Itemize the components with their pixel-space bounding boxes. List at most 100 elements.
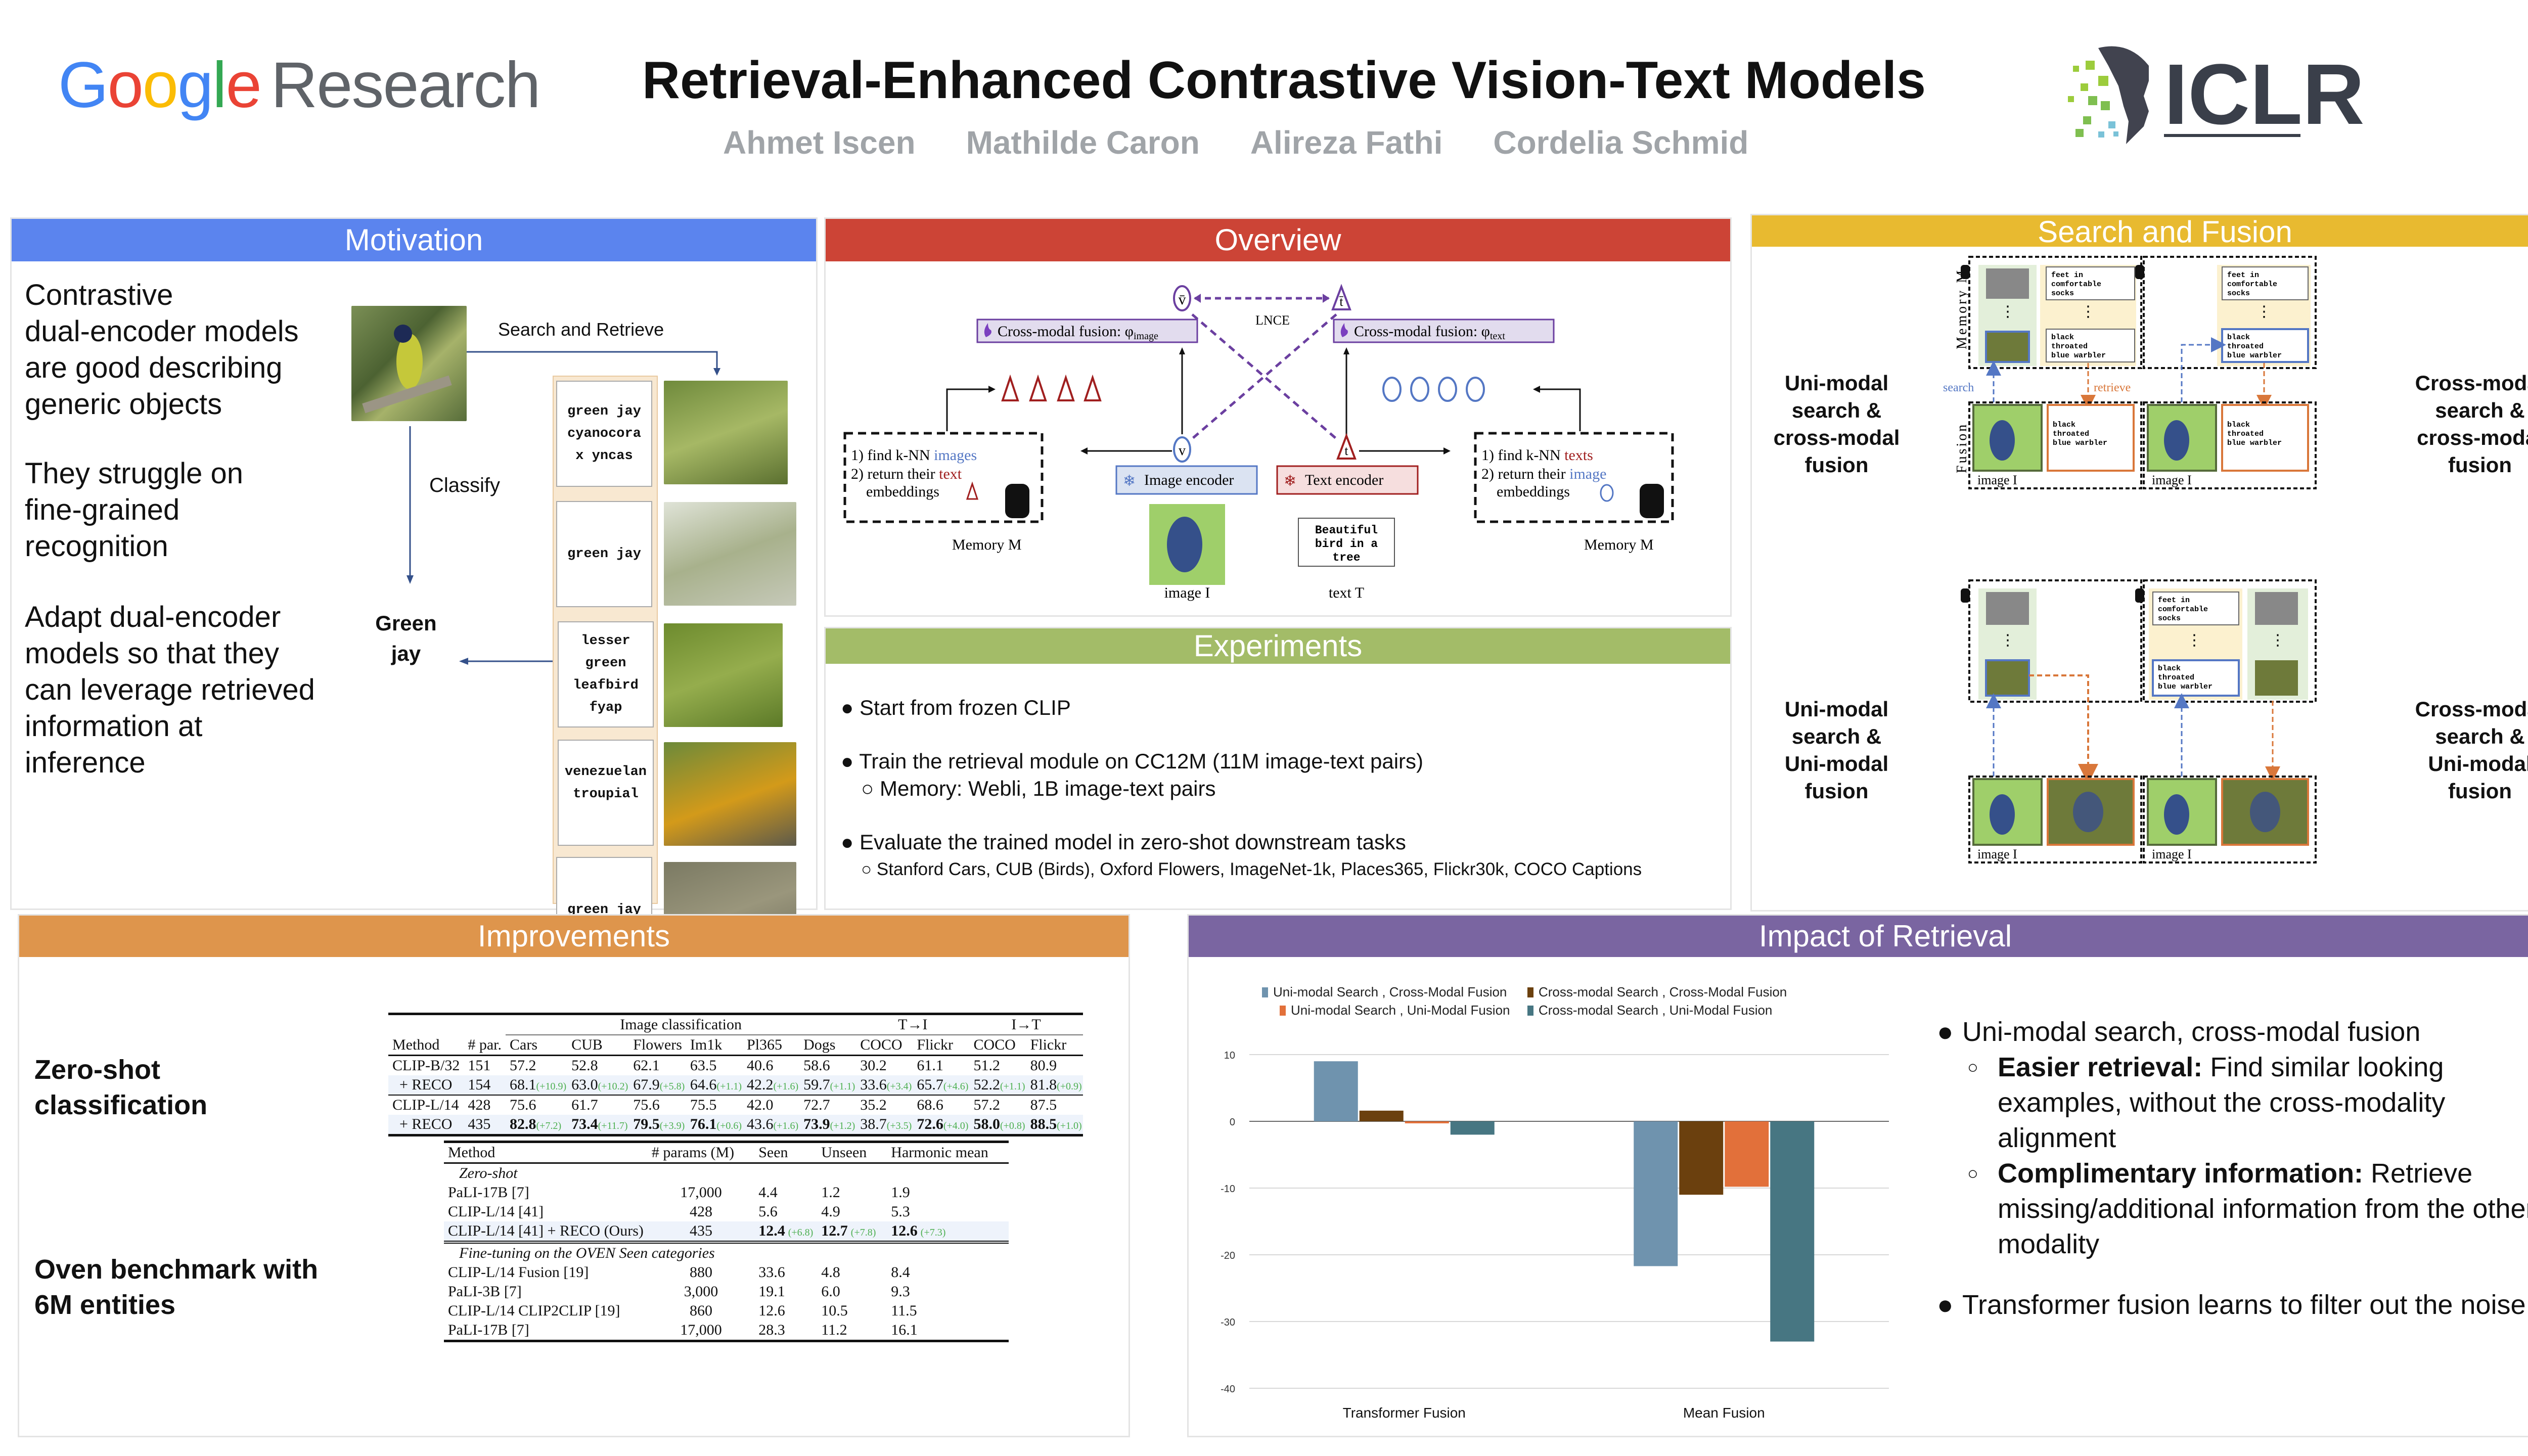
bullet-icon: ● — [1937, 1290, 1954, 1320]
retrieved-image — [664, 623, 783, 727]
iclr-logo: ICLR — [2063, 35, 2457, 147]
method-cell: CLIP-L/14 — [392, 1097, 459, 1113]
text-line: generic objects — [25, 388, 222, 421]
label-line: 6M entities — [34, 1290, 176, 1320]
value: 68.1 — [510, 1076, 536, 1093]
experiment-bullet: ● Train the retrieval module on CC12M (1… — [841, 749, 1424, 773]
svg-text:blue warbler: blue warbler — [2227, 351, 2282, 360]
value: 17,000 — [680, 1184, 722, 1201]
svg-text:embeddings: embeddings — [1497, 483, 1570, 500]
svg-text:black: black — [2227, 333, 2250, 342]
loss-label: LNCE — [1255, 313, 1290, 328]
label-line: fusion — [2448, 779, 2512, 803]
delta: (+7.3) — [920, 1227, 946, 1238]
delta: (+10.2) — [598, 1081, 628, 1092]
unseen-cell: 11.2 — [817, 1321, 887, 1341]
value: 52.2 — [973, 1076, 1000, 1093]
classification-result: Green jay — [366, 608, 446, 669]
svg-text:2) return their image: 2) return their image — [1481, 466, 1606, 482]
text-embedding-triangles — [1001, 374, 1102, 401]
value: 12.6 — [758, 1302, 785, 1319]
author: Cordelia Schmid — [1493, 124, 1749, 161]
params-cell: 435 — [648, 1221, 754, 1242]
value-cell: 80.9 — [1026, 1056, 1083, 1076]
impact-list: ●Uni-modal search, cross-modal fusion ○E… — [1937, 1014, 2528, 1323]
fusion-text-box — [1333, 318, 1555, 343]
snowflake-icon: ❄ — [1284, 473, 1296, 489]
value: 4.4 — [758, 1184, 778, 1201]
value-cell: 35.2 — [856, 1095, 913, 1115]
motivation-panel: Motivation Contrastive dual-encoder mode… — [10, 217, 818, 963]
caption-line: troupial — [573, 787, 639, 802]
caption-line: green jay — [567, 404, 641, 419]
svg-text:blue warbler: blue warbler — [2051, 351, 2106, 360]
value: 75.6 — [510, 1097, 536, 1113]
bar-0-1 — [1359, 1110, 1404, 1121]
value-cell: 58.0(+0.8) — [969, 1115, 1026, 1135]
image-label: image I — [1164, 584, 1210, 601]
column-header: Flickr — [1030, 1036, 1067, 1053]
fuse-arrow — [459, 658, 558, 665]
value-cell: 75.6 — [629, 1095, 686, 1115]
value: CLIP-L/14 Fusion [19] — [448, 1264, 589, 1281]
diagram-unimodal-crossmodal: ⋮ feet in comfortable socks ⋮ black thro… — [1943, 256, 2142, 489]
bar-1-1 — [1679, 1121, 1724, 1195]
caption-line: venezuelan — [564, 764, 647, 780]
params-cell: 428 — [468, 1097, 491, 1113]
v-bar-label: v̄ — [1179, 291, 1186, 308]
bullet-icon: ● — [1937, 1017, 1954, 1047]
value: 38.7 — [860, 1116, 887, 1132]
delta: (+1.0) — [1057, 1120, 1082, 1131]
value: 16.1 — [891, 1322, 918, 1338]
fusion-text-label: Cross-modal fusion: φtext — [1354, 323, 1505, 342]
value: CLIP-L/14 [41] + RECO (Ours) — [448, 1222, 644, 1239]
delta: (+3.9) — [659, 1120, 685, 1131]
value-cell: 51.2 — [969, 1056, 1026, 1076]
value: 33.6 — [758, 1264, 785, 1281]
author: Mathilde Caron — [966, 124, 1200, 161]
section-label: Fine-tuning on the OVEN Seen categories — [459, 1245, 715, 1261]
label-line: classification — [34, 1090, 208, 1120]
text-line: dual-encoder models — [25, 315, 299, 348]
zero-shot-table: Image classification T→I I→T Method# par… — [388, 1013, 1083, 1136]
diagram-unimodal-unimodal: ⋮ image I — [1961, 579, 2142, 863]
experiments-panel: Experiments ● Start from frozen CLIP ● T… — [824, 627, 1732, 910]
value-cell: 68.6 — [913, 1095, 969, 1115]
value-cell: 59.7(+1.1) — [799, 1075, 856, 1095]
value-cell: 42.0 — [743, 1095, 799, 1115]
image-embedding-circles — [1382, 377, 1485, 402]
t-bar-label: t̄ — [1339, 294, 1344, 309]
svg-text:image I: image I — [2152, 847, 2192, 861]
legend-swatch — [1527, 987, 1533, 997]
value: 65.7 — [917, 1076, 943, 1093]
y-tick-label: -10 — [1221, 1184, 1235, 1195]
value-cell: 52.8 — [567, 1056, 629, 1076]
label-line: fusion — [1804, 779, 1869, 803]
y-tick-label: -40 — [1221, 1384, 1235, 1395]
logo-letter: g — [177, 49, 213, 121]
value: 35.2 — [860, 1097, 887, 1113]
value: 40.6 — [747, 1057, 774, 1074]
text-line: information at — [25, 710, 203, 743]
value: 79.5 — [633, 1116, 660, 1132]
label-line: search & — [2435, 398, 2525, 422]
value-cell: 68.1(+10.9) — [506, 1075, 567, 1095]
text-line: models so that they — [25, 637, 279, 670]
column-header: Unseen — [821, 1144, 867, 1161]
params-cell: 17,000 — [648, 1321, 754, 1341]
diagram-crossmodal-unimodal: feet in comfortable socks ⋮ ⋮ black thro… — [2135, 579, 2317, 863]
column-header: Dogs — [803, 1036, 836, 1053]
delta: (+1.6) — [773, 1081, 799, 1092]
svg-text:bird in a: bird in a — [1315, 537, 1378, 551]
value: 57.2 — [973, 1097, 1000, 1113]
value: 10.5 — [821, 1302, 848, 1319]
label-line: Cross-modal — [2415, 371, 2528, 395]
column-header: COCO — [973, 1036, 1016, 1053]
bar-1-0 — [1634, 1121, 1678, 1266]
